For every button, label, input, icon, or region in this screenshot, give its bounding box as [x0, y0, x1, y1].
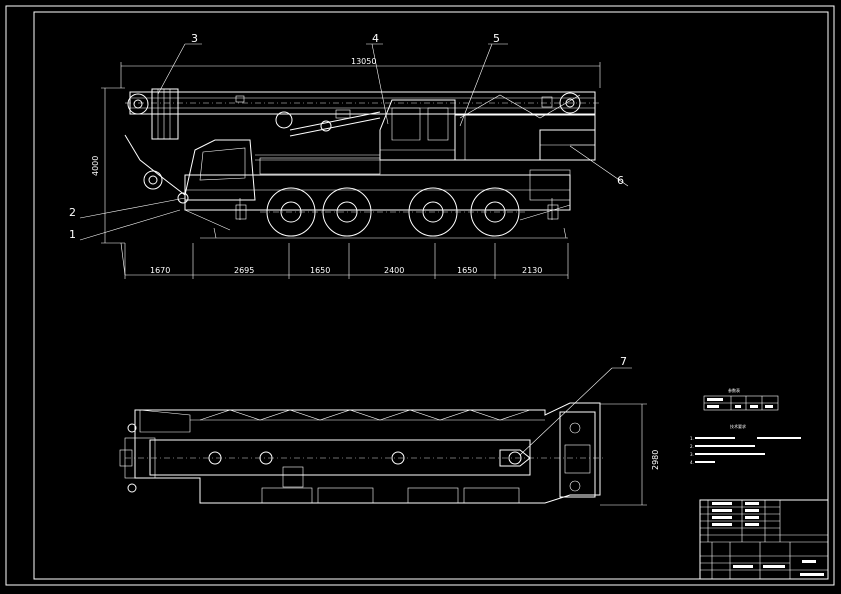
note-2: 2.	[690, 444, 694, 449]
note-1: 1.	[690, 436, 694, 441]
callout-4: 4	[372, 32, 379, 45]
side-callouts: 3 4 5 6 2 1	[69, 32, 629, 241]
wheels	[260, 187, 525, 237]
note-4: 4.	[690, 460, 694, 465]
front-arm	[124, 134, 186, 196]
width-dim: 2980	[651, 450, 660, 470]
callout-5: 5	[493, 32, 500, 45]
param-table-title: 参数表	[728, 387, 740, 393]
overall-length-dim: 13050	[351, 57, 376, 66]
bottom-dim-3: 1650	[310, 266, 330, 275]
callout-6: 6	[617, 174, 624, 187]
note-3: 3.	[690, 452, 694, 457]
callout-3: 3	[191, 32, 198, 45]
title-block	[699, 499, 829, 580]
top-view: 2980 7	[119, 355, 660, 506]
bottom-dim-4: 2400	[384, 266, 404, 275]
bottom-dim-5: 1650	[457, 266, 477, 275]
luffing-cylinder	[289, 111, 381, 131]
front-winch	[143, 170, 163, 190]
callout-7: 7	[620, 355, 627, 368]
operator-cabin	[379, 99, 456, 161]
bottom-dim-6: 2130	[522, 266, 542, 275]
ground-line	[200, 227, 568, 239]
side-view: 13050 4000 1670 2695 1650 2400 1650 2130	[69, 32, 629, 279]
outer-frame	[5, 5, 835, 586]
tech-req-title: 技术要求	[730, 423, 746, 429]
overall-height-dim: 4000	[91, 156, 100, 176]
chassis	[184, 157, 571, 231]
bottom-dim-1: 1670	[150, 266, 170, 275]
bottom-dim-2: 2695	[234, 266, 254, 275]
driver-cab	[184, 139, 380, 201]
inner-frame	[33, 11, 829, 580]
callout-1: 1	[69, 228, 76, 241]
callout-2: 2	[69, 206, 76, 219]
notes-panel: 参数表 技术要求 1. 2. 3. 4.	[690, 387, 801, 465]
